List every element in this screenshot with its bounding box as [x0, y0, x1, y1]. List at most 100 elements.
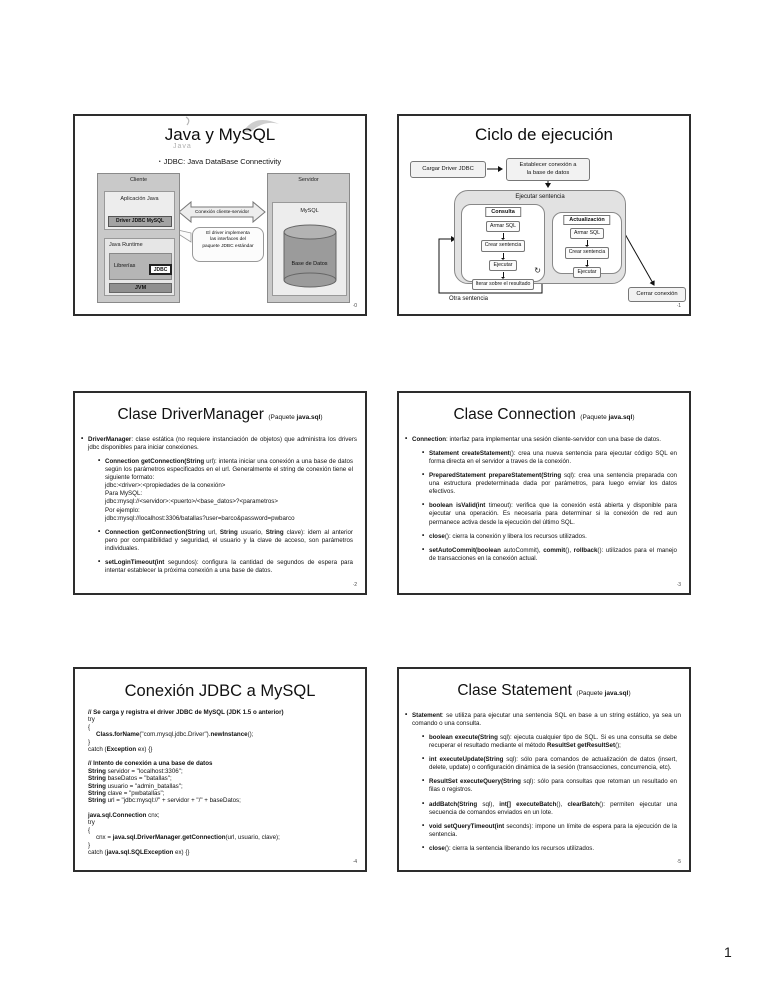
code-line: cnx = java.sql.DriverManager.getConnecti… — [96, 834, 280, 842]
bullet-item: ResultSet executeQuery(String sql): sólo… — [422, 777, 677, 794]
title-package-suffix: (Paquete java.sql) — [268, 414, 323, 421]
slide-clase-connection: Clase Connection (Paquete java.sql) Conn… — [397, 391, 691, 595]
code-line: Class.forName("com.mysql.jdbc.Driver").n… — [96, 731, 254, 739]
jdbc-box: JDBC — [149, 264, 172, 275]
ejecutar-sentencia-label: Ejecutar sentencia — [515, 194, 565, 200]
aplicacion-java-label: Aplicación Java — [120, 196, 159, 202]
slide-number: ·0 — [352, 303, 357, 309]
code-line: { — [88, 826, 91, 834]
title-package-suffix: (Paquete java.sql) — [576, 690, 631, 697]
slide-number: ·4 — [352, 859, 357, 865]
java-runtime-label: Java Runtime — [109, 242, 143, 248]
driver-callout: El driver implementa las interfaces del … — [192, 227, 264, 262]
flow-step: Ejecutar — [489, 252, 517, 271]
bullet-item: Connection: interfaz para implementar un… — [405, 435, 681, 444]
code-line: String clave = "pwbatallas"; — [88, 790, 165, 798]
aplicacion-java-box: Aplicación Java Driver JDBC MySQL — [104, 191, 175, 230]
bullet-list: Statement: se utiliza para ejecutar una … — [399, 711, 689, 853]
flow-step: Iterar sobre el resultado — [471, 271, 535, 291]
bullet-item: Connection getConnection(String url, Str… — [98, 528, 353, 553]
bullet-item: PreparedStatement prepareStatement(Strin… — [422, 471, 677, 496]
bullet-item: boolean isValid(int timeout): verifica q… — [422, 501, 677, 526]
bullet-item: boolean execute(String sql): ejecuta cua… — [422, 733, 677, 750]
otra-sentencia-label: Otra sentencia — [449, 296, 489, 302]
driver-jdbc-mysql-box: Driver JDBC MySQL — [108, 216, 172, 227]
code-line: try — [88, 716, 95, 724]
title-package-suffix: (Paquete java.sql) — [580, 414, 635, 421]
slide-number: ·3 — [676, 582, 681, 588]
flow-step: Ejecutar — [573, 259, 601, 278]
slide-number: ·5 — [676, 859, 681, 865]
bullet-list: Connection: interfaz para implementar un… — [399, 435, 689, 563]
code-line: String servidor = "localhost:3306"; — [88, 767, 183, 775]
database-cylinder — [283, 224, 337, 288]
slide-clase-drivermanager: Clase DriverManager (Paquete java.sql) D… — [73, 391, 367, 595]
java-logo-steam — [185, 116, 190, 126]
code-line: String baseDatos = "batallas"; — [88, 775, 172, 783]
bullet-item: close(): cierra la conexión y libera los… — [422, 532, 677, 541]
bullet-item: void setQueryTimeout(int seconds): impon… — [422, 822, 677, 839]
cliente-box: Cliente Aplicación Java Driver JDBC MySQ… — [97, 173, 180, 303]
slide-subtitle: JDBC: Java DataBase Connectivity — [75, 157, 365, 166]
slide-title: Conexión JDBC a MySQL — [124, 682, 316, 700]
java-logo-text: Java — [173, 143, 192, 150]
cargar-driver-box: Cargar Driver JDBC — [410, 161, 486, 178]
cliente-label: Cliente — [129, 177, 148, 183]
code-line: } — [88, 841, 91, 849]
consulta-header: Consulta — [485, 207, 521, 217]
librerias-label: Librerías — [114, 263, 136, 269]
bullet-item: setLoginTimeout(int segundos): configura… — [98, 558, 353, 575]
jvm-box: JVM — [109, 283, 172, 293]
slide-ciclo-de-ejecucion: Ciclo de ejecución Cargar Driver JDBC Es… — [397, 114, 691, 316]
code-line: } — [88, 738, 91, 746]
code-listing: // Se carga y registra el driver JDBC de… — [88, 709, 355, 856]
page-number: 1 — [724, 944, 732, 960]
conexion-cliente-servidor-label: Conexión cliente-servidor — [194, 210, 250, 215]
code-line: catch (Exception ex) {} — [88, 746, 153, 754]
java-runtime-box: Java Runtime Librerías JDBC JVM — [104, 238, 175, 296]
code-line: { — [88, 723, 91, 731]
slide-number: ·2 — [352, 582, 357, 588]
flow-step: Armar SQL — [486, 221, 520, 233]
slide-title: Clase Statement (Paquete java.sql) — [457, 682, 631, 699]
code-line: // Se carga y registra el driver JDBC de… — [88, 709, 284, 716]
bullet-list: DriverManager: clase estática (no requie… — [75, 435, 365, 575]
bullet-item: Statement createStatement(): crea una nu… — [422, 449, 677, 466]
cerrar-conexion-box: Cerrar conexión — [628, 287, 686, 302]
bullet-item: Statement: se utiliza para ejecutar una … — [405, 711, 681, 728]
flow-step: Crear sentencia — [480, 233, 526, 252]
loop-arrow-icon: ↻ — [534, 266, 541, 275]
slide-clase-statement: Clase Statement (Paquete java.sql) State… — [397, 667, 691, 872]
bullet-item: int executeUpdate(String sql): sólo para… — [422, 755, 677, 772]
slide-number: ·1 — [676, 303, 681, 309]
mysql-label: MySQL — [300, 208, 319, 214]
establecer-conexion-box: Establecer conexión a la base de datos — [506, 158, 590, 181]
bullet-item: close(): cierra la sentencia liberando l… — [422, 844, 677, 853]
servidor-label: Servidor — [298, 177, 319, 183]
slide-title: Java y MySQL — [164, 125, 276, 144]
code-line: String usuario = "admin_batallas"; — [88, 782, 183, 790]
bullet-item: Connection getConnection(String url): in… — [98, 457, 353, 523]
slide-conexion-jdbc-mysql: Conexión JDBC a MySQL // Se carga y regi… — [73, 667, 367, 872]
slide-title: Clase DriverManager (Paquete java.sql) — [117, 406, 323, 423]
bullet-item: setAutoCommit(boolean autoCommit), commi… — [422, 546, 677, 563]
flow-step: Crear sentencia — [564, 240, 610, 259]
flow-step: Armar SQL — [570, 228, 604, 240]
code-line: catch (java.sql.SQLException ex) {} — [88, 848, 190, 856]
servidor-box: Servidor MySQL Base de Datos — [267, 173, 350, 303]
bullet-item: addBatch(String sql), int[] executeBatch… — [422, 799, 677, 817]
slide-java-y-mysql: Java y MySQL Java JDBC: Java DataBase Co… — [73, 114, 367, 316]
code-line: String url = "jdbc:mysql://" + servidor … — [88, 797, 241, 805]
slide-title: Ciclo de ejecución — [475, 125, 613, 144]
code-line: java.sql.Connection cnx; — [88, 811, 160, 819]
code-line: // Intento de conexión a una base de dat… — [88, 760, 213, 768]
bullet-item: DriverManager: clase estática (no requie… — [81, 435, 357, 452]
base-de-datos-label: Base de Datos — [291, 261, 328, 267]
mysql-box: MySQL Base de Datos — [272, 202, 347, 296]
